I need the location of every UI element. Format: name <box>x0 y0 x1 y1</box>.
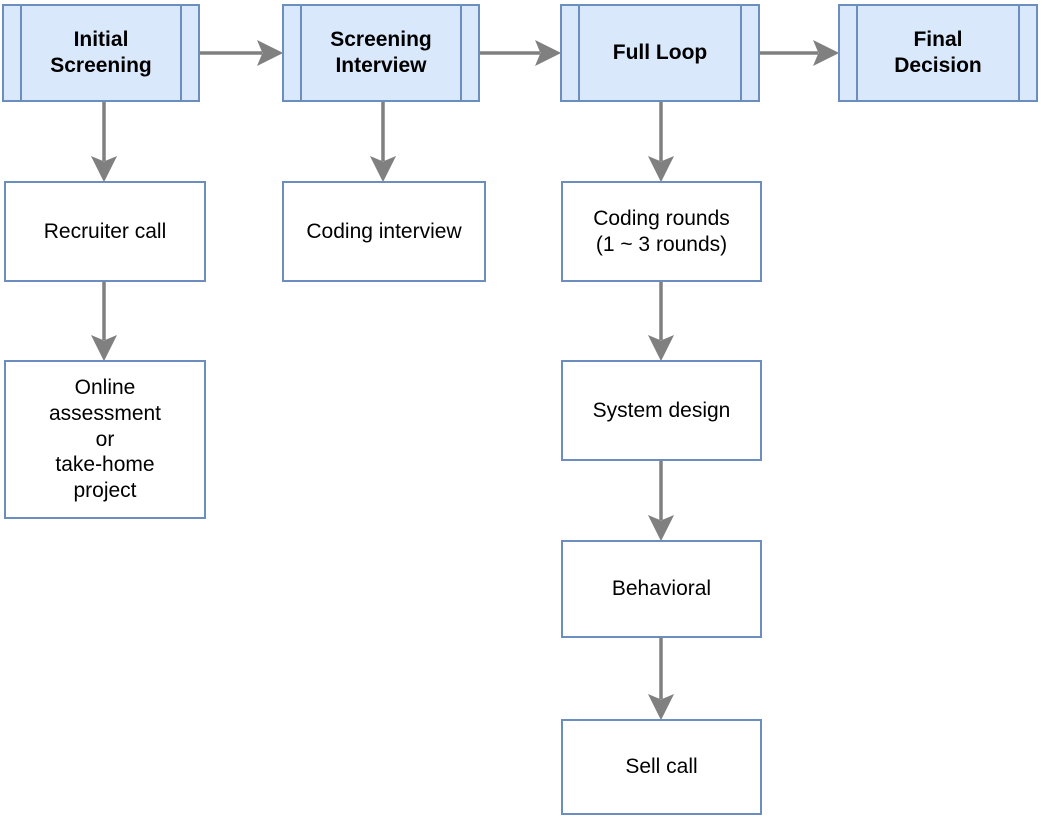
arrow-fullloop-to-final <box>760 39 840 67</box>
step-label: Recruiter call <box>43 219 167 243</box>
phase-label: Final Decision <box>894 28 982 77</box>
arrow-initial-to-recruiter <box>90 102 118 183</box>
phase-label: Screening Interview <box>330 28 432 77</box>
phase-label: Full Loop <box>612 41 708 65</box>
step-node-recruiter-call: Recruiter call <box>4 181 206 282</box>
step-label: System design <box>592 398 731 422</box>
phase-node-initial-screening: Initial Screening <box>2 4 200 102</box>
step-node-behavioral: Behavioral <box>561 540 762 638</box>
step-node-online-assessment: Online assessment or take-home project <box>4 360 206 519</box>
step-label: Coding interview <box>306 219 462 243</box>
step-node-coding-interview: Coding interview <box>282 181 486 282</box>
phase-label: Initial Screening <box>50 28 152 77</box>
step-label: Coding rounds (1 ~ 3 rounds) <box>593 206 730 256</box>
arrow-screening-to-codinginterview <box>369 102 397 183</box>
arrow-fullloop-to-codingrounds <box>647 102 675 183</box>
step-node-system-design: System design <box>561 360 762 461</box>
phase-node-full-loop: Full Loop <box>560 4 760 102</box>
step-label: Sell call <box>625 755 698 779</box>
arrow-screening-to-fullloop <box>480 39 562 67</box>
arrow-initial-to-screening <box>200 39 284 67</box>
arrow-behavioral-to-sellcall <box>647 638 675 721</box>
phase-node-screening-interview: Screening Interview <box>282 4 480 102</box>
step-label: Behavioral <box>611 577 712 601</box>
step-node-sell-call: Sell call <box>561 719 762 815</box>
arrow-codingrounds-to-systemdesign <box>647 282 675 362</box>
phase-node-final-decision: Final Decision <box>838 4 1038 102</box>
step-label: Online assessment or take-home project <box>48 376 162 502</box>
arrow-recruiter-to-online <box>90 282 118 362</box>
step-node-coding-rounds: Coding rounds (1 ~ 3 rounds) <box>561 181 762 282</box>
arrow-systemdesign-to-behavioral <box>647 461 675 542</box>
